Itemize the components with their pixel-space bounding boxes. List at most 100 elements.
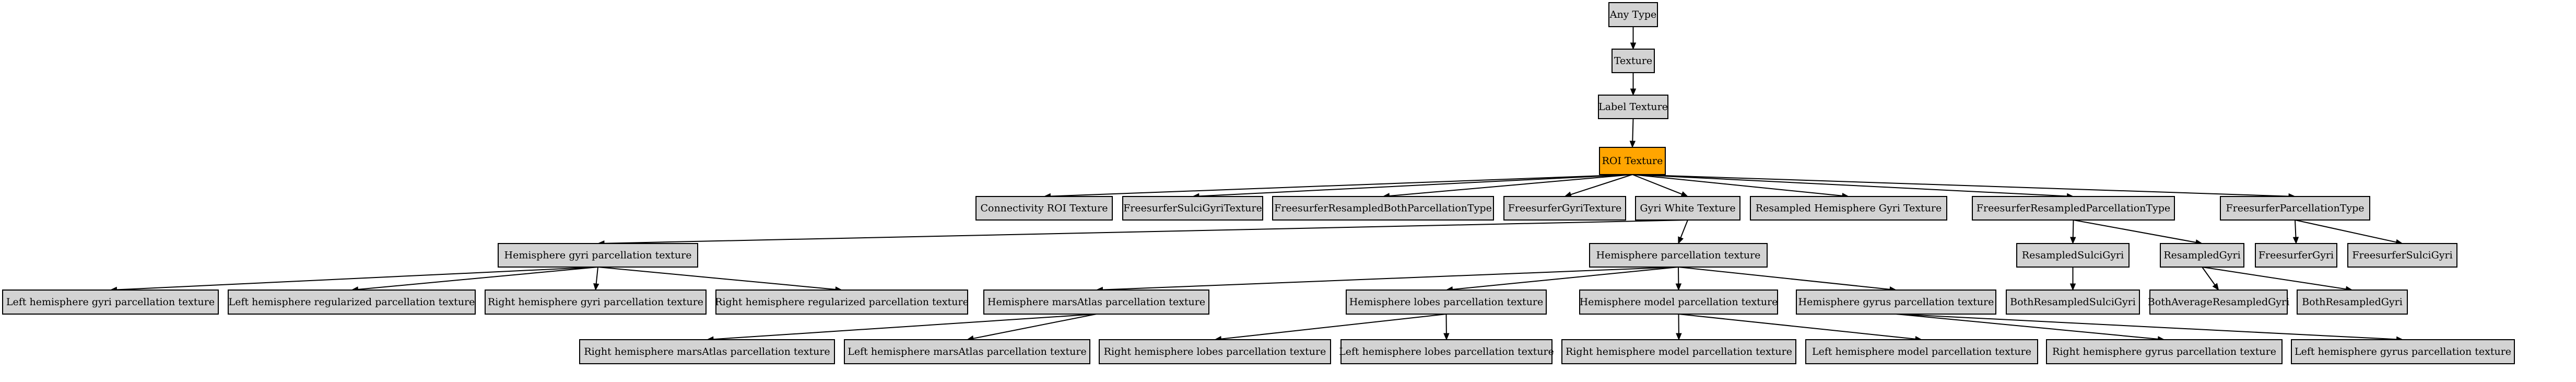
edge-hemi_marsatlas-to-right_marsatlas [713,314,1097,340]
node-label: FreesurferParcellationType [2226,203,2364,214]
arrowhead-roi_texture [1629,141,1636,148]
node-left-model: Left hemisphere model parcellation textu… [1805,339,2038,364]
edge-hemi_gyrus-to-right_gyrus [1896,314,2158,340]
arrowhead-freesurfer_gyri [2292,237,2299,245]
node-label: Gyri White Texture [1640,203,1735,214]
node-label: FreesurferGyri [2259,250,2334,261]
edge-hemi_parc-to-hemi_lobes [1452,267,1679,290]
node-label: BothAverageResampledGyri [2148,296,2289,308]
node-fs-resampled-parc: FreesurferResampledParcellationType [1972,196,2175,221]
node-resampled-hemi-gyri: Resampled Hemisphere Gyri Texture [1750,196,1947,221]
node-right-hemi-reg-parc: Right hemisphere regularized parcellatio… [715,290,969,315]
node-freesurfer-sulci-gyri: FreesurferSulciGyri [2347,243,2457,268]
node-box [2,290,219,315]
edge-resampled_gyri-to-both_resampled_gyri [2202,267,2346,290]
node-label: Right hemisphere gyri parcellation textu… [488,296,703,308]
node-box [485,290,707,315]
node-left-gyrus: Left hemisphere gyrus parcellation textu… [2291,339,2515,364]
node-left-hemi-reg-parc: Left hemisphere regularized parcellation… [228,290,476,315]
node-box [715,290,968,315]
node-box [1612,49,1655,73]
node-label: Right hemisphere gyrus parcellation text… [2052,346,2276,357]
node-label: Hemisphere lobes parcellation texture [1349,296,1544,308]
edge-roi_texture-to-connectivity_roi [1050,174,1633,197]
node-box [2255,243,2337,268]
edge-hemi_model-to-left_model [1678,314,1916,340]
node-label: Label Texture [1598,101,1668,113]
edge-roi_texture-to-fs_parc_type [1632,174,2289,197]
node-hemi-lobes: Hemisphere lobes parcellation texture [1346,290,1547,315]
node-label: FreesurferResampledParcellationType [1977,203,2170,214]
edge-resampled_gyri-to-both_avg_resampled_gyri [2202,267,2216,285]
node-label: Hemisphere gyrus parcellation texture [1798,296,1994,308]
node-label: Hemisphere gyri parcellation texture [504,250,692,261]
node-fs-resampled-both: FreesurferResampledBothParcellationType [1272,196,1494,221]
node-box [2291,339,2515,364]
node-connectivity-roi: Connectivity ROI Texture [975,196,1113,221]
node-fs-parc-type: FreesurferParcellationType [2220,196,2370,221]
node-box [1579,290,1778,315]
arrowhead-hemi_parc [1678,236,1684,245]
node-label: Right hemisphere regularized parcellatio… [715,296,969,308]
node-box [1561,339,1796,364]
arrowhead-label_texture [1630,88,1637,96]
edge-roi_texture-to-resampled_hemi_gyri [1632,174,1843,196]
arrowhead-gyri_white [1680,191,1689,197]
arrowhead-left_lobes [1443,333,1450,341]
node-right-lobes: Right hemisphere lobes parcellation text… [1099,339,1331,364]
node-label: FreesurferGyriTexture [1508,203,1622,214]
node-label: Left hemisphere lobes parcellation textu… [1339,346,1554,357]
node-label: BothResampledGyri [2302,296,2403,308]
node-box [1598,95,1668,119]
arrowhead-hemi_model [1675,283,1682,291]
node-box [579,339,835,364]
node-label: Hemisphere marsAtlas parcellation textur… [987,296,1205,308]
arrowhead-resampled_sulci_gyri [2070,237,2076,245]
node-box [1503,196,1626,221]
node-both-resampled-gyri: BothResampledGyri [2297,290,2408,315]
node-both-avg-resampled-gyri: BothAverageResampledGyri [2148,290,2289,315]
node-hemi-gyri-parc: Hemisphere gyri parcellation texture [498,243,698,268]
node-label: ROI Texture [1602,155,1663,167]
node-box [1340,339,1552,364]
node-roi-texture: ROI Texture [1599,147,1666,175]
node-fs-gyri-tex: FreesurferGyriTexture [1503,196,1626,221]
node-label-texture: Label Texture [1598,95,1668,119]
node-box [2006,290,2140,315]
node-label: Left hemisphere marsAtlas parcellation t… [848,346,1086,357]
node-label: Left hemisphere gyrus parcellation textu… [2295,346,2511,357]
edges-layer [110,27,2404,343]
node-gyri-white: Gyri White Texture [1635,196,1740,221]
edge-hemi_gyri_parc-to-left_hemi_reg_parc [358,267,598,290]
node-label: FreesurferSulciGyriTexture [1123,203,1262,214]
node-box [1796,290,1996,315]
node-box [2149,290,2288,315]
edge-hemi_parc-to-hemi_gyrus [1678,267,1890,290]
node-box [1589,243,1768,268]
node-box [228,290,476,315]
node-label: Connectivity ROI Texture [980,203,1108,214]
node-resampled-gyri: ResampledGyri [2160,243,2244,268]
node-label: FreesurferResampledBothParcellationType [1274,203,1492,214]
node-box [2297,290,2408,315]
edge-hemi_gyri_parc-to-right_hemi_gyri_parc [595,267,598,284]
arrowhead-both_avg_resampled_gyri [2212,283,2219,291]
node-label: Texture [1614,55,1652,67]
node-box [2016,243,2130,268]
edge-roi_texture-to-gyri_white [1632,174,1683,195]
node-box [1972,196,2175,221]
node-label: Right hemisphere model parcellation text… [1566,346,1792,357]
arrowhead-texture [1630,42,1637,50]
node-label: Hemisphere parcellation texture [1596,250,1761,261]
edge-fs_resampled_parc-to-resampled_gyri [2073,219,2196,243]
node-box [1608,2,1658,27]
edge-hemi_lobes-to-right_lobes [1221,314,1446,340]
node-right-marsatlas: Right hemisphere marsAtlas parcellation … [579,339,835,364]
edge-roi_texture-to-fs_resampled_both [1389,174,1633,196]
node-box [844,339,1090,364]
edge-fs_resampled_parc-to-resampled_sulci_gyri [2072,219,2074,238]
edge-gyri_white-to-hemi_gyri_parc [604,219,1688,244]
edge-roi_texture-to-fs_resampled_parc [1632,174,2067,197]
node-label: FreesurferSulciGyri [2352,250,2452,261]
